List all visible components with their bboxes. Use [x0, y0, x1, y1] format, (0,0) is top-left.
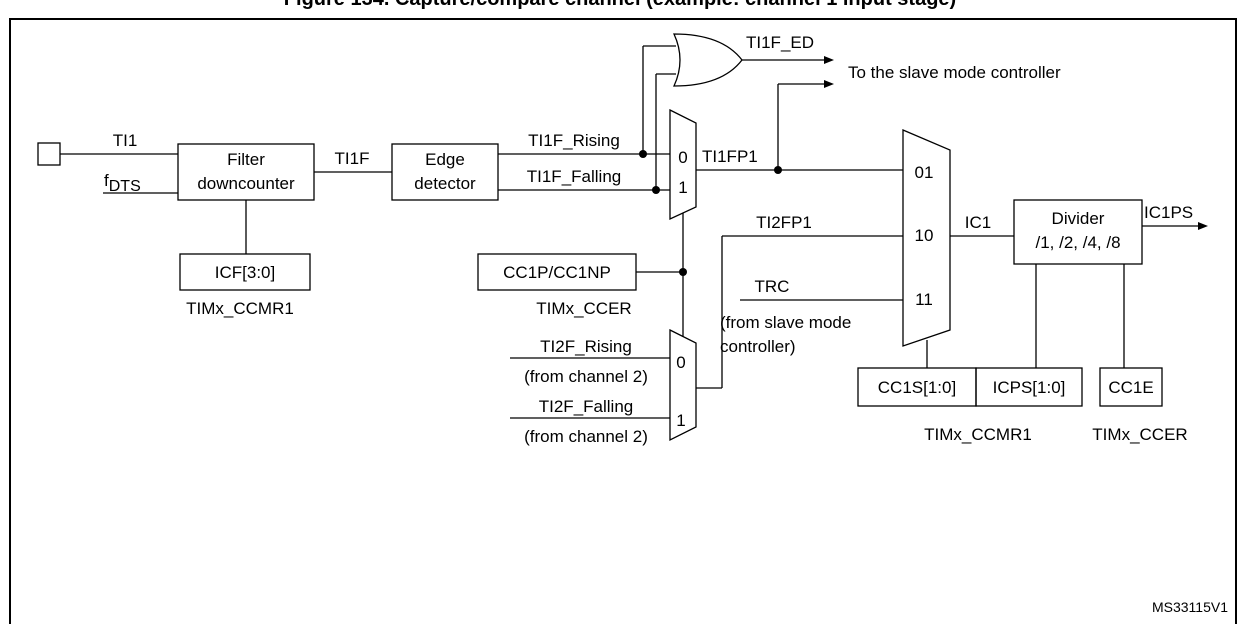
mux1-in1-label: 1 — [678, 178, 687, 197]
timx-ccmr1-caption-a: TIMx_CCMR1 — [186, 299, 294, 318]
mux1-in0-label: 0 — [678, 148, 687, 167]
trc-label: TRC — [755, 277, 790, 296]
ti1f-ed-label: TI1F_ED — [746, 33, 814, 52]
timx-ccmr1-caption-b: TIMx_CCMR1 — [924, 425, 1032, 444]
ti2f-rising-label: TI2F_Rising — [540, 337, 632, 356]
or-gate-ti1f-ed — [672, 33, 743, 87]
ic1-label: IC1 — [965, 213, 991, 232]
mux-ic1 — [902, 129, 951, 347]
mux3-in01-label: 01 — [915, 163, 934, 182]
ti1-input-pin — [37, 142, 61, 166]
from-ch2-label-b: (from channel 2) — [524, 427, 648, 446]
junction-dots — [639, 150, 782, 276]
figure-title: Figure 134. Capture/compare channel (exa… — [0, 0, 1240, 11]
cc1p-label: CC1P/CC1NP — [503, 263, 611, 282]
mux-ti1 — [669, 108, 697, 221]
diagram-frame — [9, 18, 1237, 624]
mux2-in1-label: 1 — [676, 411, 685, 430]
timx-ccer-caption-a: TIMx_CCER — [536, 299, 631, 318]
ti1f-label: TI1F — [335, 149, 370, 168]
divider-block — [1013, 199, 1143, 265]
from-slave-label-1: (from slave mode — [720, 313, 851, 332]
fdts-label: fDTS — [104, 171, 141, 195]
ti1f-rising-label: TI1F_Rising — [528, 131, 620, 150]
arrowheads — [824, 56, 1208, 230]
mux3-in11-label: 11 — [915, 290, 933, 309]
cc1s-label: CC1S[1:0] — [878, 378, 956, 397]
mux2-in0-label: 0 — [676, 353, 685, 372]
mux-ti2 — [669, 328, 697, 442]
icf-block — [179, 253, 311, 291]
cc1e-block — [1099, 367, 1163, 407]
ti1-label: TI1 — [113, 131, 138, 150]
filter-label-2: downcounter — [197, 174, 295, 193]
from-slave-label-2: controller) — [720, 337, 796, 356]
icps-label: ICPS[1:0] — [993, 378, 1066, 397]
timx-ccer-caption-b: TIMx_CCER — [1092, 425, 1187, 444]
edge-label-1: Edge — [425, 150, 465, 169]
mux3-in10-label: 10 — [915, 226, 934, 245]
divider-label-1: Divider — [1052, 209, 1105, 228]
cc1e-label: CC1E — [1108, 378, 1153, 397]
wires — [60, 45, 1200, 419]
divider-label-2: /1, /2, /4, /8 — [1035, 233, 1120, 252]
ti1fp1-label: TI1FP1 — [702, 147, 758, 166]
figure-code: MS33115V1 — [1152, 599, 1228, 615]
ic1ps-label: IC1PS — [1144, 203, 1193, 222]
icps-block — [975, 367, 1083, 407]
ti2fp1-label: TI2FP1 — [756, 213, 812, 232]
ti1f-falling-label: TI1F_Falling — [527, 167, 621, 186]
edge-label-2: detector — [414, 174, 476, 193]
slave-mode-label: To the slave mode controller — [848, 63, 1061, 82]
icf-label: ICF[3:0] — [215, 263, 275, 282]
filter-label-1: Filter — [227, 150, 265, 169]
ti2f-falling-label: TI2F_Falling — [539, 397, 633, 416]
from-ch2-label-a: (from channel 2) — [524, 367, 648, 386]
